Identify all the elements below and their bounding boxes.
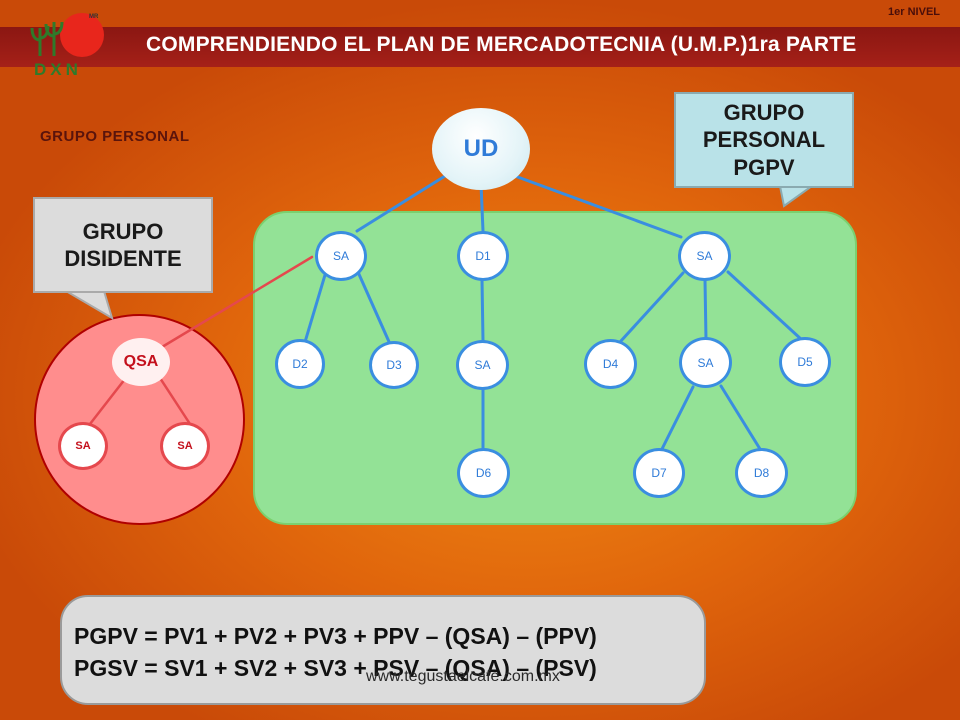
formula-pgsv: PGSV = SV1 + SV2 + SV3 + PSV – (QSA) – (… bbox=[74, 655, 597, 681]
node-d1: D1 bbox=[457, 231, 509, 281]
link-ud-sa2 bbox=[513, 174, 683, 239]
personal-callout-pointer bbox=[778, 185, 816, 208]
node-sa-left: SA bbox=[315, 231, 367, 281]
dissident-callout-line-1: GRUPO bbox=[82, 218, 164, 244]
link-sa1-d3 bbox=[356, 270, 392, 346]
personal-callout-line-3: PGPV bbox=[733, 154, 795, 180]
node-d5: D5 bbox=[779, 337, 831, 387]
node-d8: D8 bbox=[735, 448, 788, 498]
section-subtitle: GRUPO PERSONAL bbox=[40, 128, 190, 145]
link-qsa-sa2 bbox=[158, 376, 192, 426]
dxn-logo bbox=[26, 8, 122, 84]
logo-graphic bbox=[30, 13, 104, 57]
link-sa2-d4 bbox=[618, 271, 685, 344]
trademark-mark: MR bbox=[89, 14, 99, 20]
node-sa-sub: SA bbox=[679, 337, 732, 388]
personal-callout-line-2: PERSONAL bbox=[702, 127, 826, 153]
node-sa-right: SA bbox=[678, 231, 731, 281]
level-label: 1er NIVEL bbox=[888, 6, 940, 18]
footer-url: www.tegustaelcafe.com.mx bbox=[366, 668, 560, 685]
formula-panel bbox=[60, 595, 706, 705]
node-d3: D3 bbox=[369, 341, 419, 389]
dissident-callout-pointer bbox=[62, 290, 114, 321]
node-d4: D4 bbox=[584, 339, 637, 389]
link-dissident bbox=[160, 255, 314, 349]
link-sa1-d2 bbox=[303, 273, 327, 344]
dissident-callout-line-2: DISIDENTE bbox=[64, 246, 182, 271]
personal-callout-line-1: GRUPO bbox=[723, 99, 805, 125]
link-sa2-d5 bbox=[726, 270, 804, 342]
page-title: COMPRENDIENDO EL PLAN DE MERCADOTECNIA (… bbox=[146, 33, 857, 56]
dissident-group-callout: GRUPO DISIDENTE bbox=[33, 197, 213, 293]
node-sa-mid: SA bbox=[456, 340, 509, 390]
link-sa3-d7 bbox=[660, 385, 695, 451]
link-sa3-d8 bbox=[719, 384, 762, 451]
header-bar bbox=[0, 27, 960, 67]
node-d7: D7 bbox=[633, 448, 685, 498]
link-sa2-sa3 bbox=[703, 278, 708, 342]
node-dissident-sa-right: SA bbox=[160, 422, 210, 470]
node-qsa: QSA bbox=[112, 338, 170, 386]
link-ud-d1 bbox=[479, 182, 485, 233]
formula-pgpv: PGPV = PV1 + PV2 + PV3 + PPV – (QSA) – (… bbox=[74, 623, 597, 649]
link-qsa-sa1 bbox=[88, 377, 127, 426]
logo-text: DXN bbox=[34, 60, 82, 79]
node-d6: D6 bbox=[457, 448, 510, 498]
node-d2: D2 bbox=[275, 339, 325, 389]
node-dissident-sa-left: SA bbox=[58, 422, 108, 470]
link-d1-sa bbox=[480, 277, 485, 343]
node-ud: UD bbox=[432, 108, 530, 190]
link-ud-sa1 bbox=[355, 174, 447, 233]
personal-group-callout: GRUPO PERSONAL PGPV bbox=[674, 92, 854, 188]
